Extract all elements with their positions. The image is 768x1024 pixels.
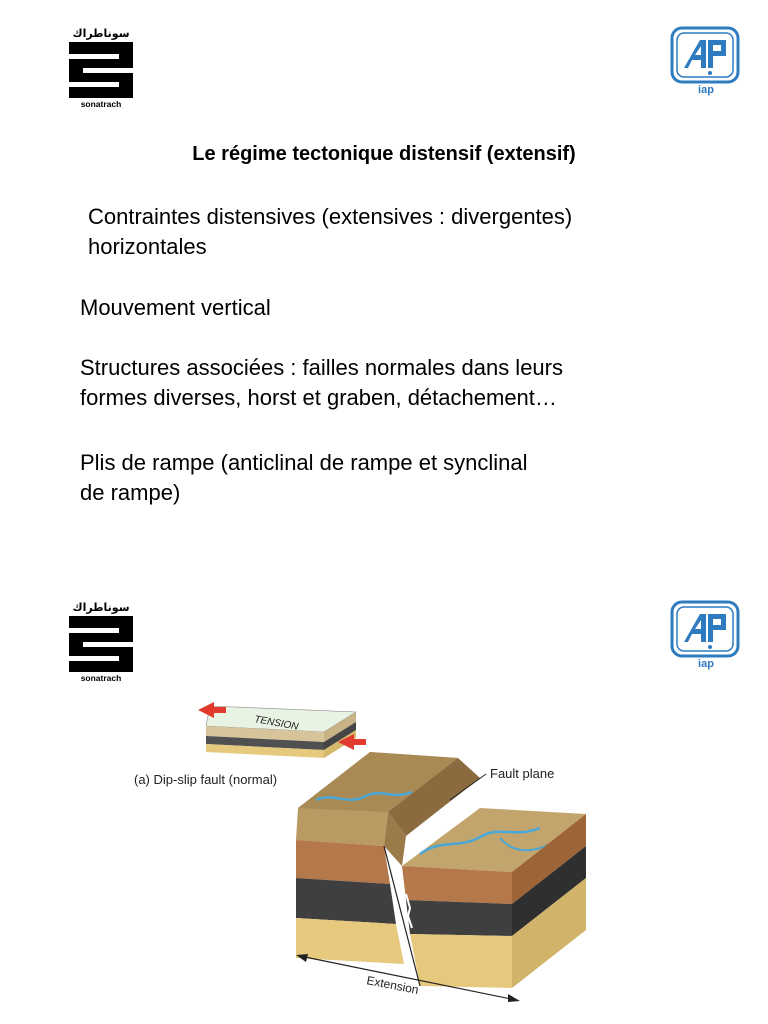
slide-2: سوناطراك sonatrach iap [0,560,768,1024]
fault-plane-leader [449,773,487,801]
sonatrach-wordmark: sonatrach [80,673,122,683]
paragraph-structures: Structures associées : failles normales … [80,355,563,410]
extension-label: Extension [365,973,419,997]
sonatrach-logo: سوناطراك sonatrach [66,28,136,109]
normal-fault-diagram: TENSION (a) Dip-slip fault (normal) [120,688,590,1024]
slip-arrow-icon [405,893,413,929]
iap-emblem-icon [670,600,740,658]
extension-arrow [296,954,520,1002]
tension-inset-block: TENSION [205,705,357,758]
fault-scarp [384,758,480,866]
fault-plane-label: Fault plane [490,766,554,781]
sonatrach-wordmark: sonatrach [80,99,122,109]
diagram-caption: (a) Dip-slip fault (normal) [134,772,277,787]
iap-logo: iap [670,26,742,96]
tension-arrow-right [338,734,366,750]
sonatrach-emblem-icon [69,616,133,672]
hanging-wall-block [402,808,586,988]
sonatrach-logo: سوناطراك sonatrach [66,602,136,683]
iap-emblem-icon [670,26,740,84]
sonatrach-arabic-wordmark: سوناطراك [72,601,130,614]
tension-arrow-left [198,702,226,718]
slide-1: سوناطراك sonatrach iap Le régime tectoni… [66,26,742,505]
sonatrach-arabic-wordmark: سوناطراك [72,27,130,40]
iap-logo: iap [670,600,742,670]
paragraph-plis: Plis de rampe (anticlinal de rampe et sy… [80,450,528,505]
footwall-block [296,752,458,964]
sonatrach-emblem-icon [69,42,133,98]
iap-wordmark: iap [698,84,714,96]
iap-wordmark: iap [698,658,714,670]
fault-trace [383,845,421,987]
paragraph-contraintes: Contraintes distensives (extensives : di… [88,204,573,259]
fault-block-illustration: TENSION (a) Dip-slip fault (normal) [134,702,586,1002]
paragraph-mouvement: Mouvement vertical [80,295,271,320]
slide-title: Le régime tectonique distensif (extensif… [192,143,576,165]
